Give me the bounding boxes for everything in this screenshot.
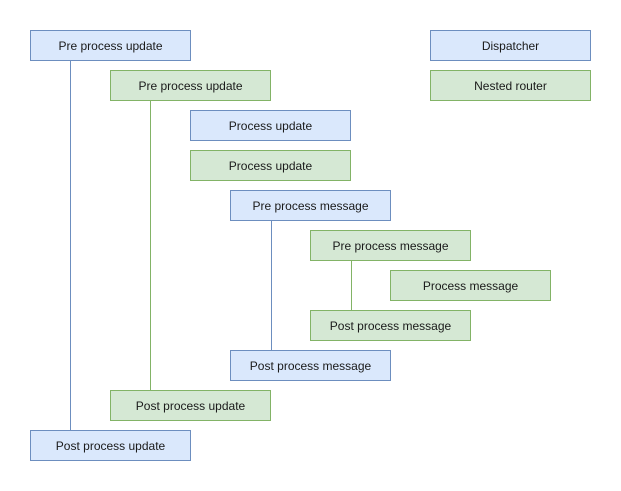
- flow-node-label: Process message: [422, 278, 519, 293]
- flow-node-pre-process-message-dispatcher[interactable]: Pre process message: [230, 190, 391, 221]
- flow-node-label: Pre process message: [252, 198, 369, 213]
- flow-node-label: Pre process message: [332, 238, 449, 253]
- connector-line: [70, 61, 71, 430]
- flow-node-post-process-message-nested[interactable]: Post process message: [310, 310, 471, 341]
- flow-node-pre-process-update-nested[interactable]: Pre process update: [110, 70, 271, 101]
- legend-item-legend-nested-router[interactable]: Nested router: [430, 70, 591, 101]
- connector-line: [271, 221, 272, 350]
- flow-node-post-process-message-dispatcher[interactable]: Post process message: [230, 350, 391, 381]
- legend-item-legend-dispatcher[interactable]: Dispatcher: [430, 30, 591, 61]
- flow-node-post-process-update-nested[interactable]: Post process update: [110, 390, 271, 421]
- legend-item-label: Dispatcher: [481, 38, 540, 53]
- flow-node-label: Post process message: [329, 318, 452, 333]
- flow-node-process-message-nested[interactable]: Process message: [390, 270, 551, 301]
- flow-node-pre-process-message-nested[interactable]: Pre process message: [310, 230, 471, 261]
- flow-node-label: Post process update: [135, 398, 246, 413]
- flow-node-label: Post process update: [55, 438, 166, 453]
- connector-line: [150, 101, 151, 390]
- flow-node-process-update-dispatcher[interactable]: Process update: [190, 110, 351, 141]
- flow-node-process-update-nested[interactable]: Process update: [190, 150, 351, 181]
- connector-line: [351, 261, 352, 310]
- flow-node-pre-process-update-dispatcher[interactable]: Pre process update: [30, 30, 191, 61]
- flow-node-label: Pre process update: [58, 38, 163, 53]
- flow-node-label: Post process message: [249, 358, 372, 373]
- flow-node-label: Process update: [228, 158, 313, 173]
- flow-node-post-process-update-dispatcher[interactable]: Post process update: [30, 430, 191, 461]
- flow-node-label: Process update: [228, 118, 313, 133]
- flow-node-label: Pre process update: [138, 78, 243, 93]
- legend-item-label: Nested router: [474, 78, 547, 93]
